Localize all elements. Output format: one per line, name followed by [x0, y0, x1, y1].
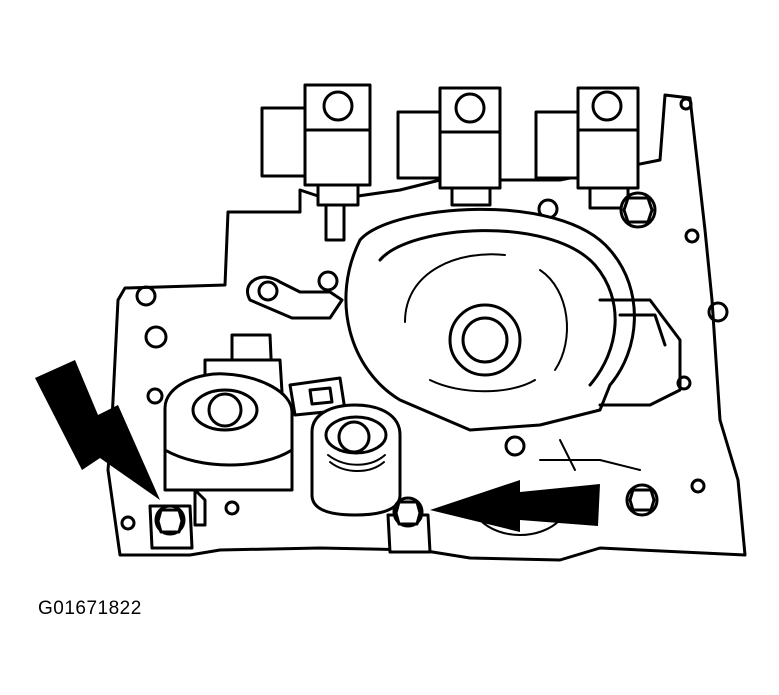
servo-cover	[344, 207, 682, 432]
pointer-arrow-left	[35, 360, 160, 500]
valve-assembly-left	[163, 333, 294, 527]
bolt-bottom-center	[386, 496, 432, 554]
solenoid-right	[534, 86, 640, 210]
solenoid-middle	[396, 86, 502, 207]
bolt-top-right	[619, 191, 657, 229]
bolt-bottom-right	[625, 483, 659, 517]
pointer-arrow-center	[430, 480, 600, 532]
bolt-bottom-left	[148, 504, 194, 550]
figure-code: G01671822	[38, 598, 142, 619]
solenoid-left	[260, 83, 372, 242]
valve-assembly-center	[310, 403, 402, 517]
